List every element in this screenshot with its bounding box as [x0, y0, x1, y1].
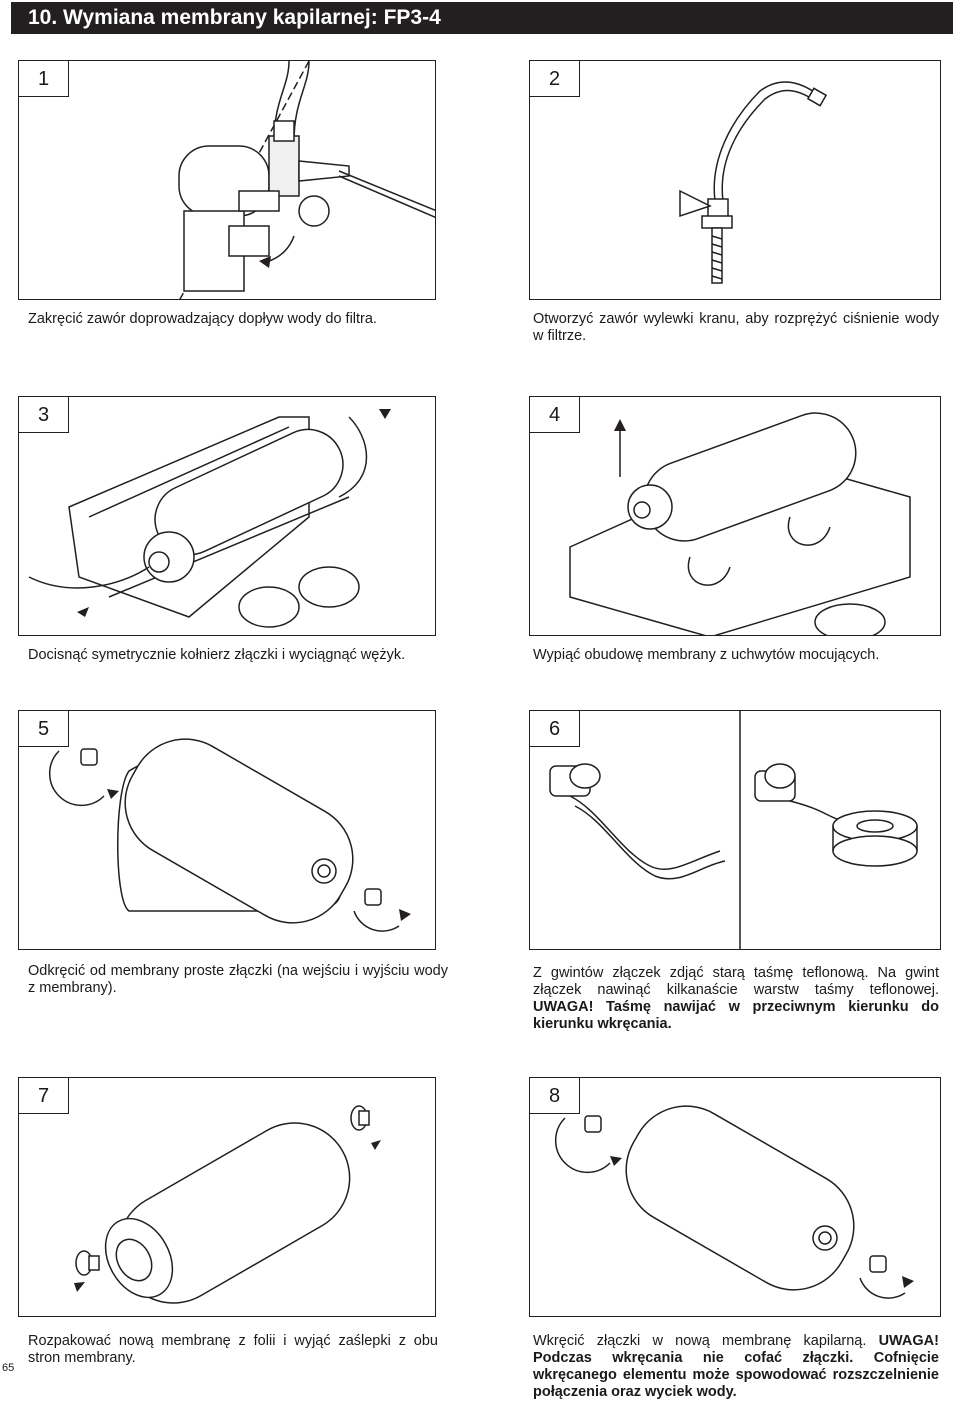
step-5-panel: 5 [18, 710, 436, 950]
step-5-illustration-membrane [49, 738, 411, 932]
step-1-panel: 1 [18, 60, 436, 300]
step-4-number: 4 [530, 397, 580, 433]
step-6-number: 6 [530, 711, 580, 747]
step-4-caption: Wypiąć obudowę membrany z uchwytów mocuj… [533, 647, 880, 663]
step-1-illustration-valve [178, 61, 435, 299]
step-3-number: 3 [19, 397, 69, 433]
step-8-caption: Wkręcić złączki w nową membranę kapilarn… [533, 1333, 939, 1401]
step-3-caption: Docisnąć symetrycznie kołnierz złączki i… [28, 647, 406, 663]
step-6-caption: Z gwintów złączek zdjąć starą taśmę tefl… [533, 965, 939, 1033]
step-6-warning: UWAGA! Taśmę nawijać w przeciwnym kierun… [533, 999, 939, 1032]
step-5-number: 5 [19, 711, 69, 747]
step-8-illustration-screw-in [555, 1105, 914, 1299]
step-4-panel: 4 [529, 396, 941, 636]
step-6-illustration-teflon-tape [549, 711, 918, 949]
step-6-text: Z gwintów złączek zdjąć starą taśmę tefl… [533, 965, 939, 998]
step-8-number: 8 [530, 1078, 580, 1114]
step-1-caption: Zakręcić zawór doprowadzający dopływ wod… [28, 311, 377, 327]
step-7-caption: Rozpakować nową membranę z folii i wyjąć… [28, 1333, 438, 1366]
step-8-text: Wkręcić złączki w nową membranę kapilarn… [533, 1333, 867, 1349]
page-title: 10. Wymiana membrany kapilarnej: FP3-4 [11, 2, 953, 34]
step-7-panel: 7 [18, 1077, 436, 1317]
step-6-panel: 6 [529, 710, 941, 950]
step-3-illustration-fitting [28, 409, 391, 628]
step-2-illustration-faucet [679, 81, 828, 284]
step-8-panel: 8 [529, 1077, 941, 1317]
step-2-panel: 2 [529, 60, 941, 300]
step-8-warning: UWAGA! Podczas wkręcania nie cofać złącz… [533, 1333, 939, 1400]
step-4-illustration-housing [569, 412, 911, 635]
step-2-caption: Otworzyć zawór wylewki kranu, aby rozprę… [533, 311, 939, 344]
page-number: 65 [2, 1362, 15, 1374]
step-3-panel: 3 [18, 396, 436, 636]
step-7-number: 7 [19, 1078, 69, 1114]
step-7-illustration-new-membrane [74, 1105, 381, 1304]
step-1-number: 1 [19, 61, 69, 97]
step-2-number: 2 [530, 61, 580, 97]
step-5-caption: Odkręcić od membrany proste złączki (na … [28, 963, 448, 996]
